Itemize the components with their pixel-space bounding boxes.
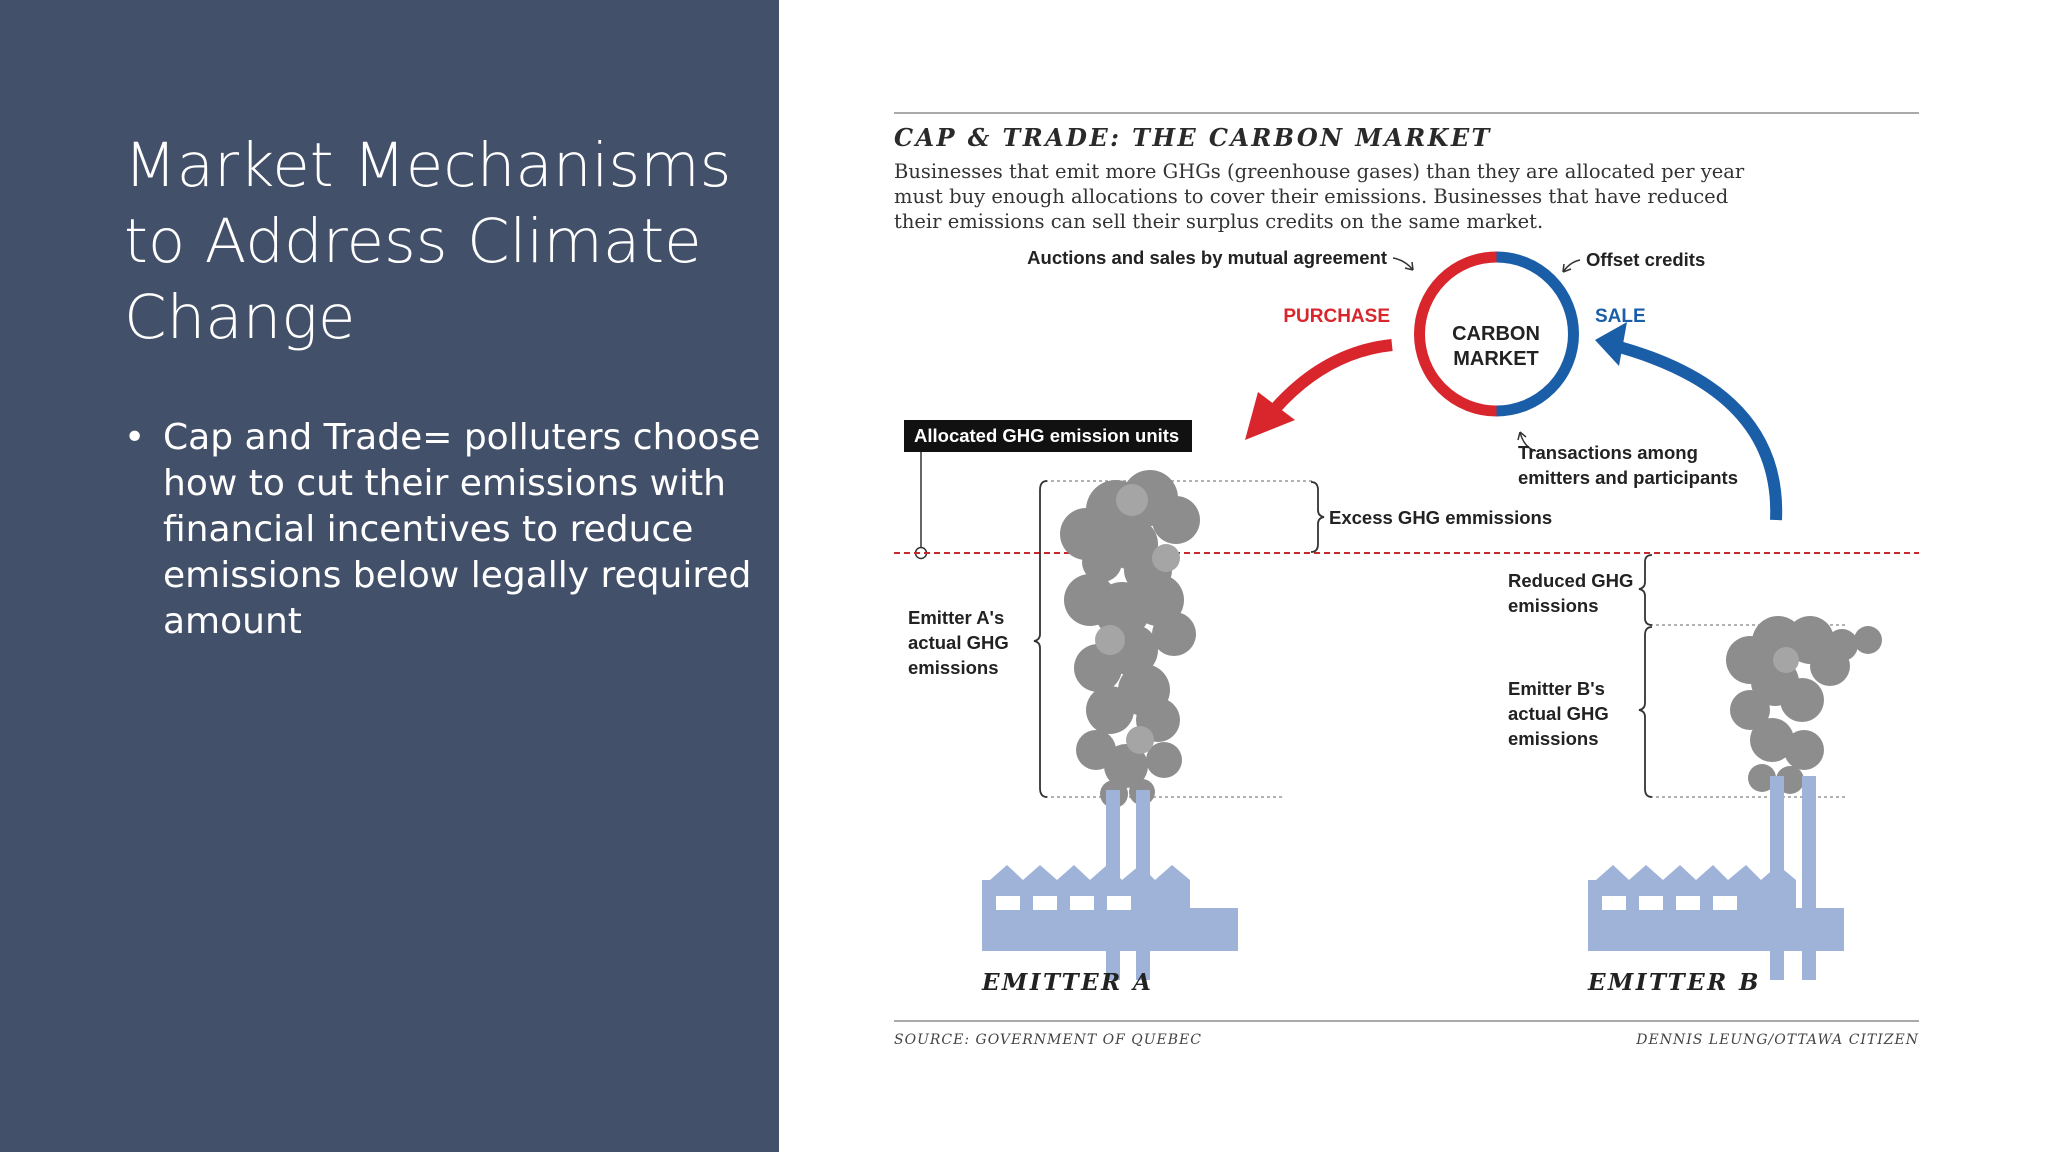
emitter-a-actual-line-1: Emitter A's [908,607,1004,628]
market-label-line-2: MARKET [1453,348,1539,370]
emitter-a-brace [1033,480,1048,798]
intro-line-1: Businesses that emit more GHGs (greenhou… [894,160,1745,183]
auctions-pointer-head [1404,261,1414,271]
emitter-a-name: EMITTER A [981,969,1153,996]
emitter-b-brace [1638,626,1653,798]
source-credit: SOURCE: GOVERNMENT OF QUEBEC [894,1032,1202,1048]
bullet-list: • Cap and Trade= polluters choose how to… [124,415,764,645]
excess-brace [1310,481,1325,553]
carbon-market-circle-icon [1414,251,1579,417]
emitter-b-name: EMITTER B [1587,969,1761,996]
purchase-label: PURCHASE [1283,306,1390,327]
auctions-pointer [1392,257,1414,271]
sale-label: SALE [1595,306,1646,327]
allocated-label-box [904,420,1192,452]
cap-and-trade-infographic: CAP & TRADE: THE CARBON MARKET Businesse… [870,100,1990,1060]
factory-icon [982,790,1238,980]
reduced-line-1: Reduced GHG [1508,570,1633,591]
emitter-b-actual-line-2: actual GHG [1508,703,1609,724]
emitter-b-actual-line-3: emissions [1508,728,1599,749]
smoke-cloud-icon [1726,616,1882,794]
factory-icon [1588,776,1844,980]
allocated-units-label: Allocated GHG emission units [914,425,1179,446]
market-label-line-1: CARBON [1452,323,1540,345]
offset-credits-label: Offset credits [1586,249,1705,270]
transactions-pointer-head [1517,431,1527,441]
transactions-pointer [1519,431,1537,452]
bullet-glyph: • [124,417,146,458]
smoke-cloud-icon [1060,470,1200,808]
emitter-a-actual-line-2: actual GHG [908,632,1009,653]
reduced-brace [1638,554,1653,626]
reduced-line-2: emissions [1508,595,1599,616]
infographic-heading: CAP & TRADE: THE CARBON MARKET [894,123,1492,152]
offset-pointer-head [1562,263,1572,273]
factory-b-windows [1602,896,1737,910]
excess-label: Excess GHG emmissions [1329,507,1552,528]
slide-title: Market Mechanisms to Address Climate Cha… [124,130,732,353]
illustrator-credit: DENNIS LEUNG/OTTAWA CITIZEN [1635,1032,1919,1048]
emitter-b-actual-line-1: Emitter B's [1508,678,1605,699]
purchase-arrow-icon [1245,339,1393,440]
transactions-line-2: emitters and participants [1518,467,1738,488]
sale-arrow-icon [1595,322,1783,521]
intro-line-2: must buy enough allocations to cover the… [894,185,1728,208]
auctions-label: Auctions and sales by mutual agreement [1027,247,1387,268]
factory-a-windows [996,896,1131,910]
left-panel [0,0,779,1152]
bullet-text: Cap and Trade= polluters choose how to c… [163,417,761,642]
transactions-line-1: Transactions among [1518,442,1698,463]
emitter-a-actual-line-3: emissions [908,657,999,678]
intro-line-3: their emissions can sell their surplus c… [894,210,1543,233]
offset-pointer [1562,259,1581,273]
bullet-item: • Cap and Trade= polluters choose how to… [124,415,764,645]
infographic-canvas: CAP & TRADE: THE CARBON MARKET Businesse… [894,112,1919,1048]
